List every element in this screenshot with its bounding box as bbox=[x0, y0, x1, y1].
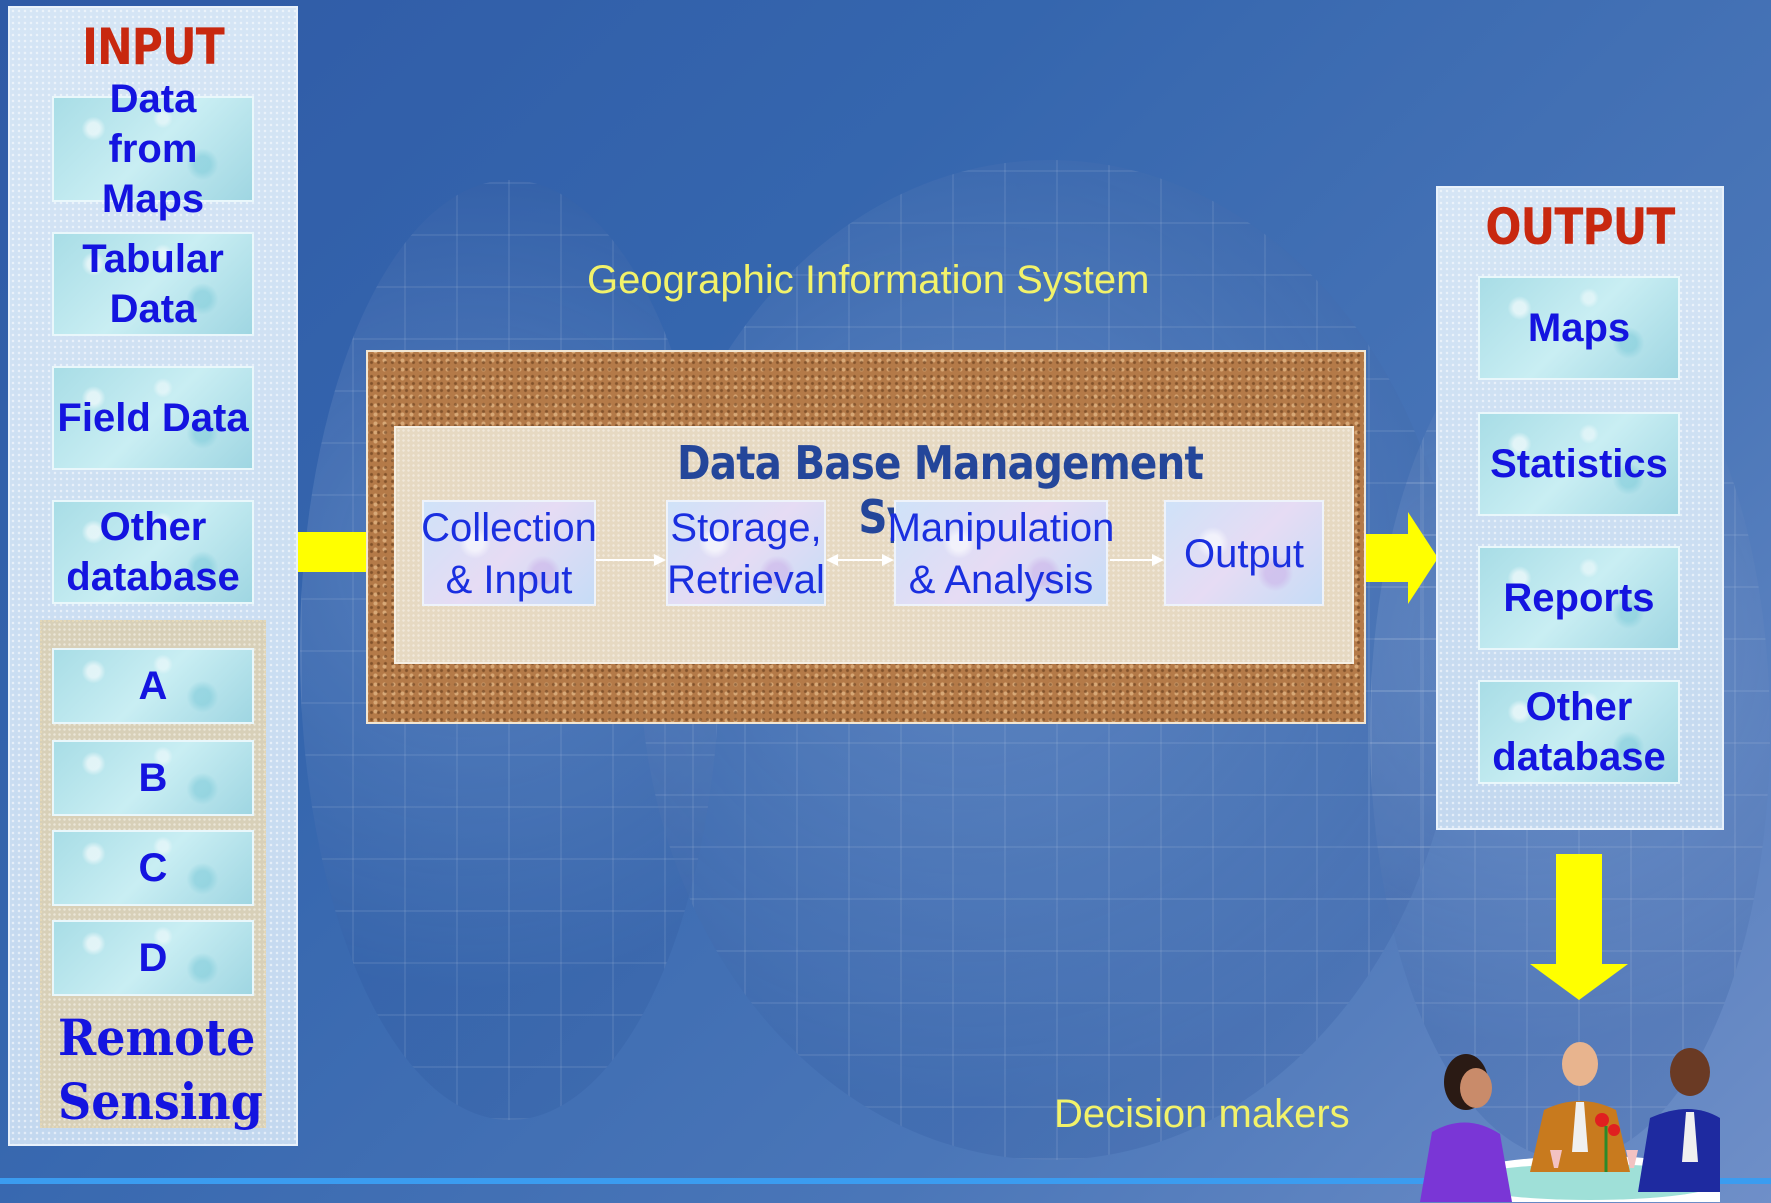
input-item-tabular-data: Tabular Data bbox=[52, 232, 254, 336]
output-item-reports: Reports bbox=[1478, 546, 1680, 650]
remote-band-b: B bbox=[52, 740, 254, 816]
step-storage-line1: Storage, bbox=[670, 506, 822, 550]
input-heading: INPUT bbox=[82, 18, 225, 76]
step-output-line1: Output bbox=[1183, 532, 1305, 576]
step-output-label: Output bbox=[1164, 528, 1324, 580]
input-item-field-data: Field Data bbox=[52, 366, 254, 470]
remote-band-c: C bbox=[52, 830, 254, 906]
decision-makers-caption: Decision makers bbox=[1054, 1092, 1350, 1136]
input-item-other-database: Other database bbox=[52, 500, 254, 604]
step-manipulation-line2: & Analysis bbox=[908, 558, 1094, 602]
remote-band-d: D bbox=[52, 920, 254, 996]
decision-makers-illustration bbox=[1420, 1042, 1720, 1202]
step-collection-label: Collection & Input bbox=[412, 502, 606, 606]
input-item-data-from-maps: Data from Maps bbox=[52, 77, 254, 221]
step-storage-box bbox=[666, 500, 826, 606]
step-manipulation-line1: Manipulation bbox=[887, 506, 1115, 550]
step-collection-line1: Collection bbox=[421, 506, 597, 550]
step-manipulation-label: Manipulation & Analysis bbox=[876, 502, 1126, 606]
step-collection-box bbox=[422, 500, 596, 606]
output-item-statistics: Statistics bbox=[1478, 412, 1680, 516]
step-storage-label: Storage, Retrieval bbox=[656, 502, 836, 606]
footer-rule bbox=[0, 1178, 1771, 1184]
step-collection-line2: & Input bbox=[445, 558, 573, 602]
output-heading: OUTPUT bbox=[1485, 198, 1675, 256]
step-manipulation-box bbox=[894, 500, 1108, 606]
remote-sensing-label: Remote Sensing bbox=[58, 1008, 263, 1131]
output-item-other-database: Other database bbox=[1478, 680, 1680, 784]
step-output-box bbox=[1164, 500, 1324, 606]
gis-caption: Geographic Information System bbox=[587, 258, 1150, 302]
output-item-maps: Maps bbox=[1478, 276, 1680, 380]
remote-band-a: A bbox=[52, 648, 254, 724]
step-storage-line2: Retrieval bbox=[667, 558, 825, 602]
